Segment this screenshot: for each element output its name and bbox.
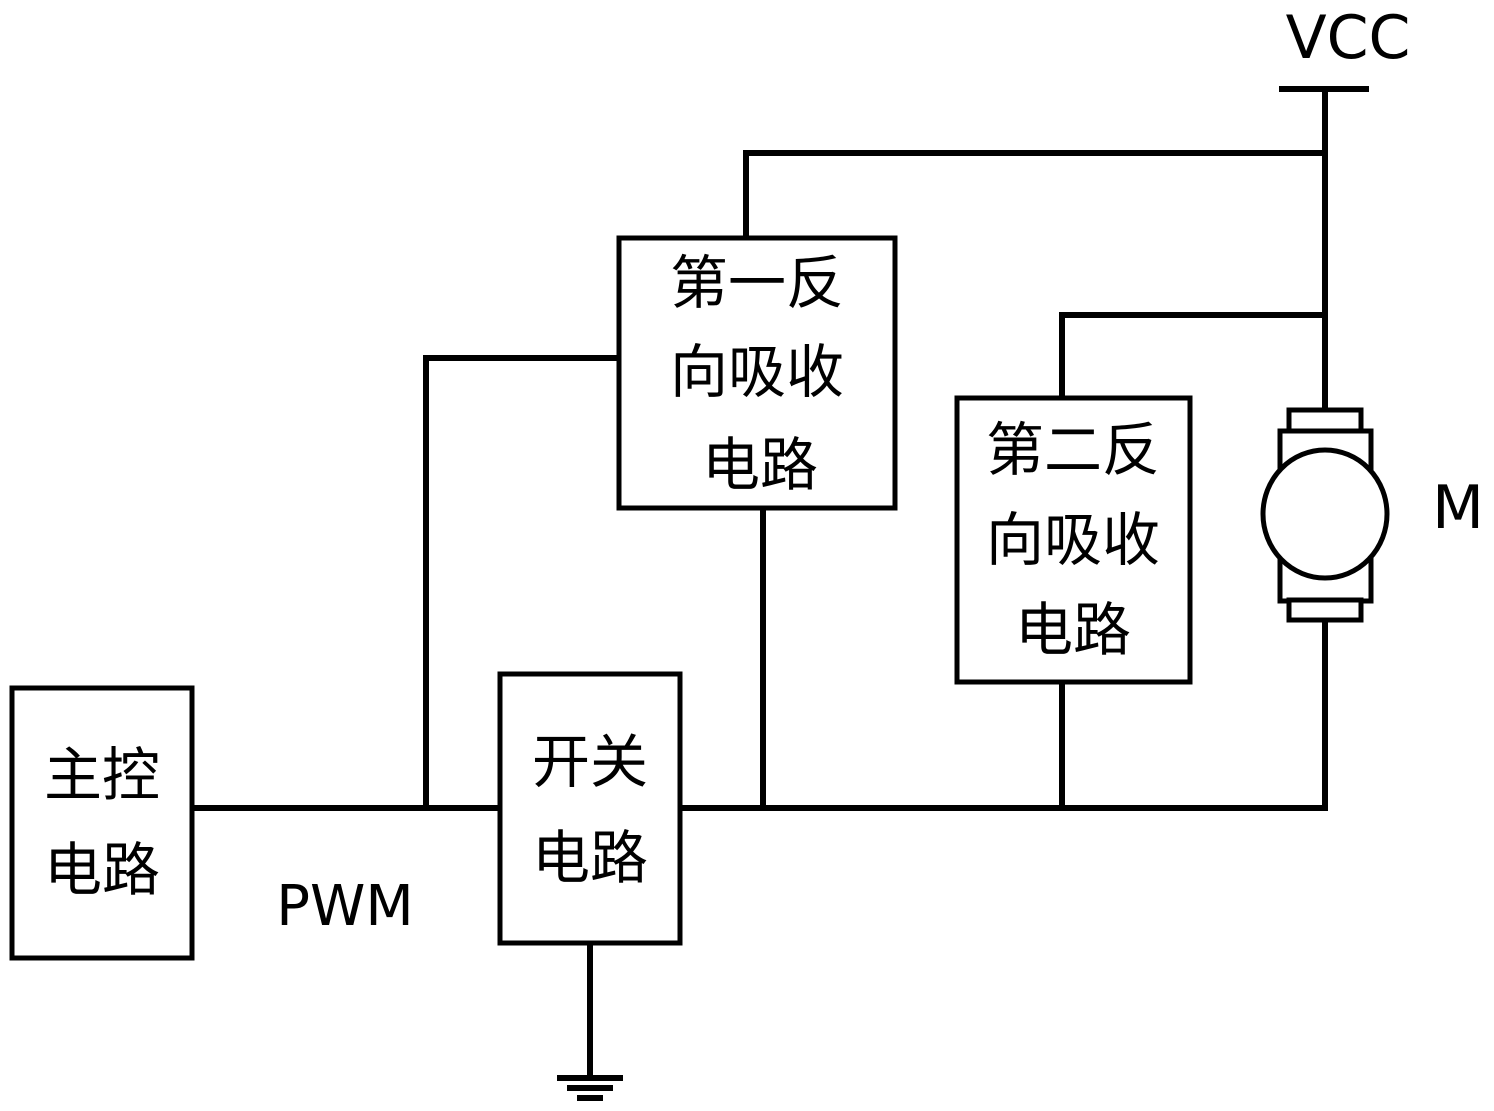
- motor-label: M: [1432, 473, 1484, 543]
- motor-icon: [1260, 407, 1390, 623]
- second-reverse-absorption-block: 第二反 向吸收 电路: [954, 395, 1193, 685]
- main-control-label-line-2: 电路: [44, 836, 160, 904]
- switch-label-line-2: 电路: [532, 824, 648, 892]
- switch-label-line-1: 开关: [532, 728, 648, 796]
- first-absorber-label-line-3: 电路: [702, 431, 818, 499]
- main-control-label-line-1: 主控: [44, 741, 160, 809]
- second-absorber-label-line-2: 向吸收: [986, 506, 1160, 574]
- second-absorber-label-line-1: 第二反: [986, 416, 1160, 484]
- pwm-label: PWM: [276, 874, 413, 939]
- first-absorber-label-line-2: 向吸收: [670, 338, 844, 406]
- second-absorber-label-line-3: 电路: [1015, 596, 1131, 664]
- wire-pwm-to-first-absorber: [423, 355, 622, 811]
- ground-icon: [557, 1075, 623, 1101]
- wire-vcc-to-first-absorber: [743, 150, 1328, 241]
- first-reverse-absorption-block: 第一反 向吸收 电路: [616, 235, 898, 511]
- switch-block: 开关 电路: [497, 671, 683, 946]
- main-control-block: 主控 电路: [9, 685, 195, 961]
- vcc-label: VCC: [1286, 3, 1411, 73]
- wire-vcc-to-second-absorber: [1059, 312, 1328, 401]
- first-absorber-label-line-1: 第一反: [670, 249, 844, 317]
